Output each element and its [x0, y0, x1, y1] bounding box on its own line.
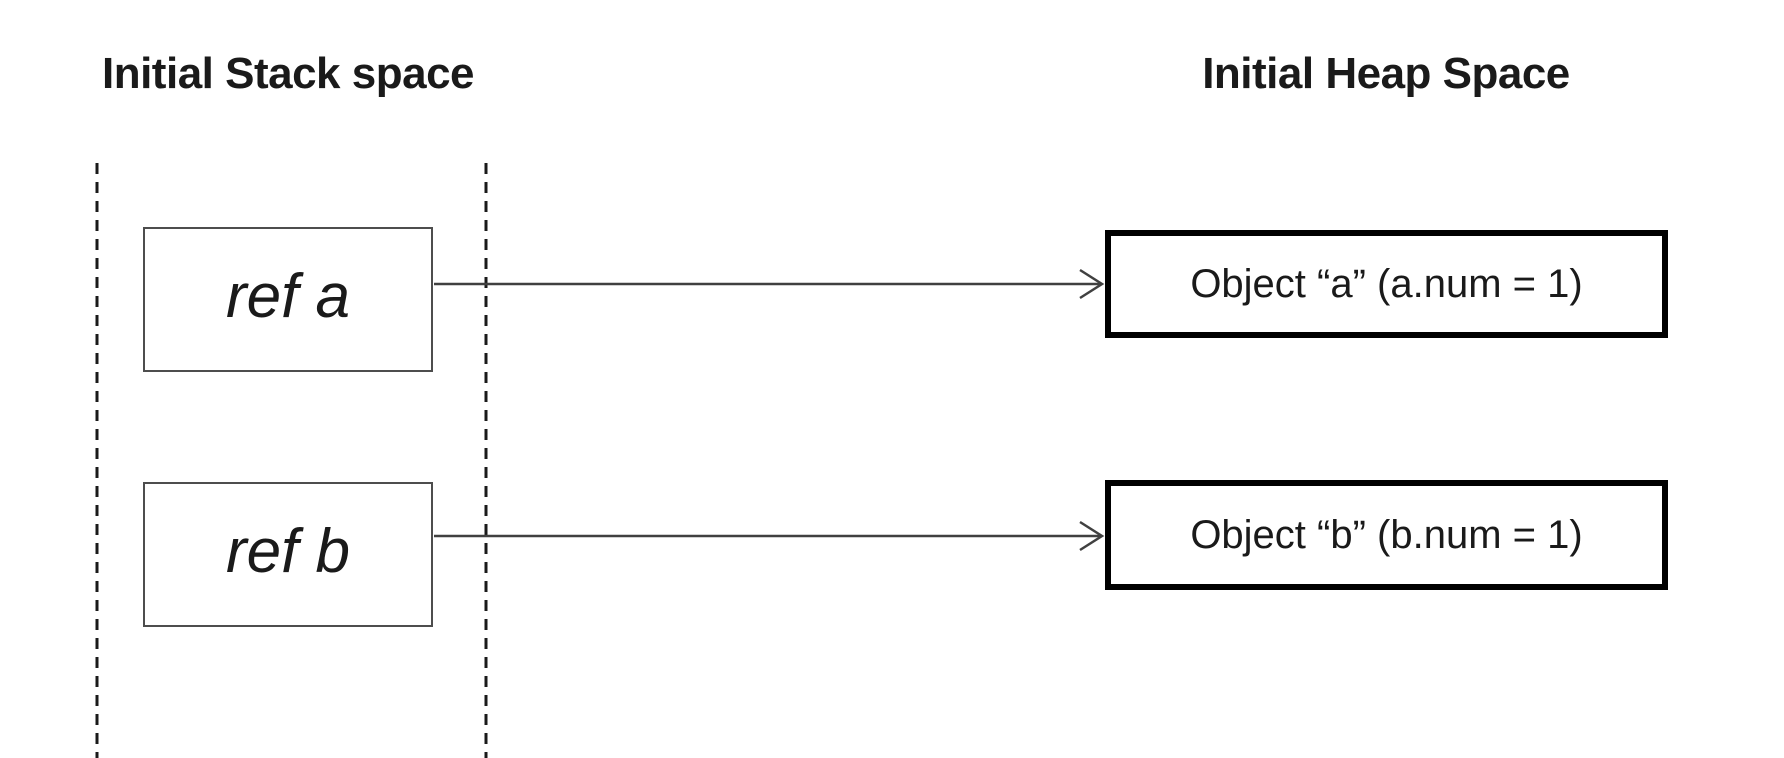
heap-object-a-box: Object “a” (a.num = 1) — [1105, 230, 1668, 338]
heap-object-b-box: Object “b” (b.num = 1) — [1105, 480, 1668, 590]
arrow-ref-b-to-object-b — [434, 520, 1105, 552]
stack-ref-a-box: ref a — [143, 227, 433, 372]
heap-space-title: Initial Heap Space — [1202, 49, 1570, 98]
arrow-ref-a-to-object-a — [434, 268, 1105, 300]
stack-ref-b-box: ref b — [143, 482, 433, 627]
stack-ref-a-label: ref a — [225, 261, 351, 331]
stack-space-title: Initial Stack space — [101, 49, 475, 98]
heap-object-a-label: Object “a” (a.num = 1) — [1190, 261, 1583, 306]
heap-object-b-label: Object “b” (b.num = 1) — [1190, 512, 1583, 557]
stack-ref-b-label: ref b — [225, 516, 351, 586]
